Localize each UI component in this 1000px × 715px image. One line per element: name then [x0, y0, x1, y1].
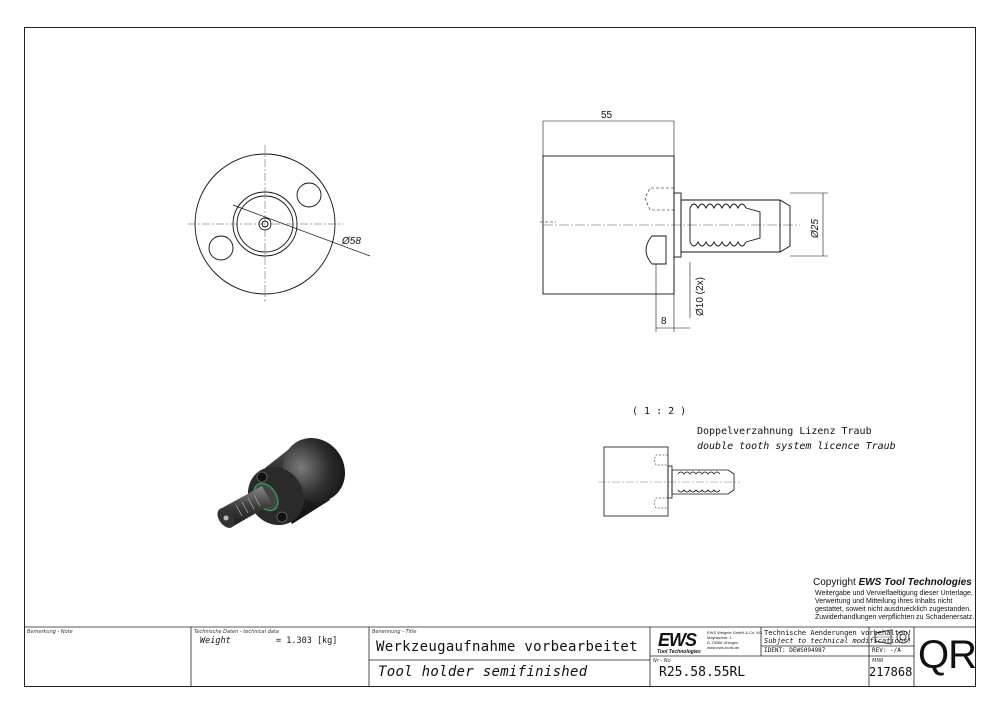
detail-note-en: double tooth system licence Traub — [697, 441, 896, 452]
weight-label: Weight — [200, 636, 231, 646]
changes-de: Technische Aenderungen vorbehalten! — [764, 629, 912, 637]
projection-symbol — [873, 629, 910, 645]
copyright-line: gestattet, soweit nicht ausdruecklich zu… — [815, 606, 972, 613]
dimension-diameter-58: Ø58 — [341, 236, 361, 247]
title-english: Tool holder semifinished — [378, 664, 588, 680]
title-label: Benennung - Title — [372, 629, 417, 635]
dimension-length-55: 55 — [601, 110, 613, 121]
remark-label: Bemerkung - Note — [27, 629, 73, 635]
dimension-step-8: 8 — [661, 316, 667, 327]
side-dimensions — [542, 120, 828, 332]
detail-note-de: Doppelverzahnung Lizenz Traub — [697, 426, 872, 437]
changes-en: Subject to technical modifications! — [764, 637, 912, 645]
title-german: Werkzeugaufnahme vorbearbeitet — [376, 639, 638, 655]
copyright-line: Zuwiderhandlungen verpflichten zu Schade… — [815, 614, 975, 621]
svg-text:EWS: EWS — [658, 630, 697, 650]
dimension-pin-diameter: Ø10 (2x) — [695, 277, 706, 316]
revision: REV: -/A — [872, 647, 901, 654]
sheet-border — [24, 27, 976, 687]
detail-scale: ( 1 : 2 ) — [632, 406, 686, 417]
copyright-line: Weitergabe und Vervielfaeltigung dieser … — [815, 590, 973, 597]
mnr-label: MNR — [872, 658, 884, 664]
title-block-grid — [24, 626, 976, 687]
front-view — [188, 145, 371, 302]
tech-data-label: Technische Daten - technical data — [194, 629, 279, 635]
copyright-brand: EWS Tool Technologies — [858, 577, 972, 588]
weight-value: = 1.303 [kg] — [276, 636, 338, 646]
ews-logo: EWS Tool Technologies — [656, 630, 704, 655]
detail-view — [598, 446, 740, 517]
svg-text:Tool Technologies: Tool Technologies — [657, 649, 701, 655]
qr-label: QR — [918, 633, 977, 677]
copyright-line: Verwertung und Mitteilung ihres Inhalts … — [815, 598, 953, 605]
dimension-diameter-25: Ø25 — [810, 219, 821, 239]
mnr-number: 217868 — [869, 665, 913, 679]
nr-label: Nr - No — [653, 658, 671, 664]
copyright-heading: Copyright EWS Tool Technologies — [813, 577, 972, 588]
company-address: EWS Weigele GmbH & Co. KG Maybachstr. 1 … — [707, 630, 763, 650]
iso-view-3d — [217, 437, 346, 528]
part-number: R25.58.55RL — [659, 665, 746, 680]
side-view — [540, 155, 800, 295]
ident: IDENT: DEWS094987 — [764, 647, 826, 654]
